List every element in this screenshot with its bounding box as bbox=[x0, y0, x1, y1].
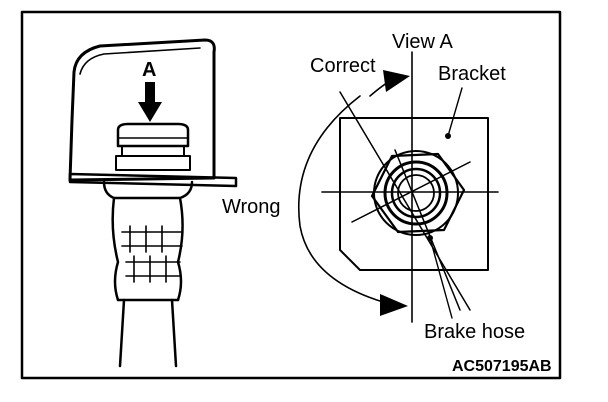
wrong-arc bbox=[298, 95, 391, 305]
hose-collar bbox=[102, 180, 194, 200]
tube-right bbox=[170, 298, 178, 368]
figure-frame bbox=[20, 10, 562, 380]
nut-cap bbox=[116, 122, 190, 148]
correct-label: Correct bbox=[310, 55, 376, 77]
bracket-housing-inner bbox=[79, 47, 201, 75]
wrong-arrowhead bbox=[380, 294, 408, 316]
figure-code-label: AC507195AB bbox=[452, 358, 552, 375]
view-a-label: View A bbox=[392, 31, 453, 53]
brake-hose-label: Brake hose bbox=[424, 321, 526, 343]
hose-right-edge bbox=[176, 196, 184, 302]
hose-markings bbox=[121, 225, 183, 283]
bracket-housing bbox=[68, 38, 216, 182]
outer-ring bbox=[373, 150, 459, 236]
nut-body bbox=[121, 145, 185, 157]
hose-direction-line bbox=[394, 149, 461, 311]
core-ring bbox=[397, 174, 435, 212]
hose-left-edge bbox=[111, 196, 120, 302]
nut-lower bbox=[115, 155, 191, 171]
bracket-plate bbox=[339, 117, 489, 271]
diagonal-line bbox=[351, 161, 471, 223]
wrong-label: Wrong bbox=[222, 196, 281, 218]
view-a-arrow bbox=[138, 82, 162, 122]
arrow-letter-label: A bbox=[142, 59, 157, 81]
inner-ring bbox=[390, 167, 442, 219]
left-assembly bbox=[68, 38, 238, 368]
tube-left bbox=[118, 298, 126, 368]
view-a-diagram bbox=[298, 51, 499, 323]
hex-nut bbox=[370, 152, 466, 234]
correct-arrowhead bbox=[383, 70, 410, 92]
bracket-flange bbox=[68, 172, 238, 188]
bracket-label: Bracket bbox=[438, 63, 506, 85]
brake-hose-leader bbox=[429, 237, 453, 319]
middle-ring bbox=[383, 160, 449, 226]
correct-direction-line bbox=[339, 91, 471, 311]
bracket-leader bbox=[447, 87, 463, 137]
